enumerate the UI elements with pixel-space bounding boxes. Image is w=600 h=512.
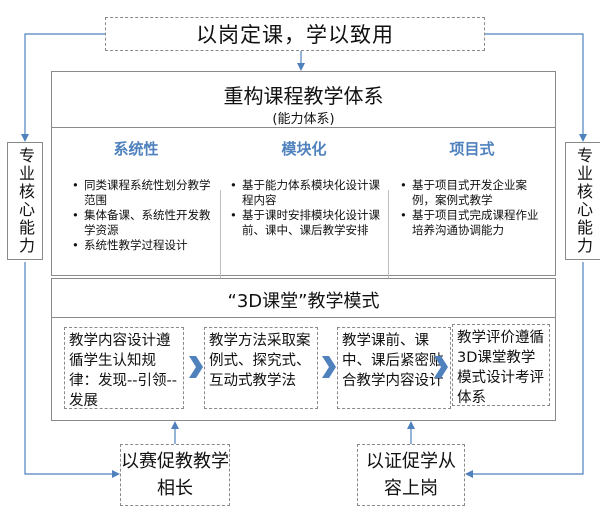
top-slogan-box: 以岗定课，学以致用 <box>105 17 485 51</box>
column-title-systematic: 系统性 <box>113 140 159 158</box>
list-item: 系统性教学过程设计 <box>72 238 212 253</box>
chevron-right-icon <box>189 356 203 378</box>
mode-title: “3D课堂”教学模式 <box>227 291 380 312</box>
column-title-modular: 模块化 <box>281 140 327 158</box>
list-item: 基于课时安排模块化设计课前、课中、课后教学安排 <box>230 208 380 238</box>
column-list-project: 基于项目式开发企业案例，案例式教学 基于项目式完成课程作业培养沟通协调能力 <box>400 178 542 238</box>
right-side-label: 专业核心能力 <box>574 147 593 255</box>
mode-step-1: 教学内容设计遵循学生认知规律：发现--引领--发展 <box>64 327 184 409</box>
list-item: 基于能力体系模块化设计课程内容 <box>230 178 380 208</box>
system-subtitle: (能力体系) <box>272 112 335 127</box>
connector-top-right <box>485 33 587 142</box>
left-side-label-box: 专业核心能力 <box>7 142 43 260</box>
column-list-systematic: 同类课程系统性划分教学范围 集体备课、系统性开发教学资源 系统性教学过程设计 <box>72 178 212 253</box>
bottom-right-box: 以证促学从容上岗 <box>357 444 465 506</box>
mode-divider <box>52 317 555 318</box>
list-item: 基于项目式完成课程作业培养沟通协调能力 <box>400 208 542 238</box>
mode-step-2: 教学方法采取案例式、探究式、互动式教学法 <box>204 327 318 409</box>
bottom-right-text: 以证促学从容上岗 <box>366 451 456 499</box>
column-title-project: 项目式 <box>449 140 495 158</box>
mode-step-text: 教学课前、课中、课后紧密贴合教学内容设计 <box>342 333 444 389</box>
connector-right-bottom <box>465 262 584 478</box>
right-side-label-box: 专业核心能力 <box>565 142 600 260</box>
column-list-modular: 基于能力体系模块化设计课程内容 基于课时安排模块化设计课前、课中、课后教学安排 <box>230 178 380 238</box>
system-divider <box>52 127 555 128</box>
mode-step-text: 教学评价遵循3D课堂教学模式设计考评体系 <box>457 330 544 406</box>
connector-left-bottom <box>24 262 120 478</box>
mode-step-text: 教学方法采取案例式、探究式、互动式教学法 <box>209 333 311 389</box>
top-slogan-text: 以岗定课，学以致用 <box>196 23 394 47</box>
mode-box: “3D课堂”教学模式 教学内容设计遵循学生认知规律：发现--引领--发展 教学方… <box>51 278 556 421</box>
list-item: 集体备课、系统性开发教学资源 <box>72 208 212 238</box>
connector-top-left <box>21 33 105 142</box>
bottom-left-text: 以赛促教教学相长 <box>121 451 229 499</box>
list-item: 基于项目式开发企业案例，案例式教学 <box>400 178 542 208</box>
chevron-right-icon <box>434 356 448 378</box>
list-item: 同类课程系统性划分教学范围 <box>72 178 212 208</box>
system-title: 重构课程教学体系 <box>223 84 384 108</box>
bottom-left-box: 以赛促教教学相长 <box>120 444 230 506</box>
column-separator <box>388 190 389 348</box>
left-side-label: 专业核心能力 <box>16 147 35 255</box>
chevron-right-icon <box>322 356 336 378</box>
mode-step-4: 教学评价遵循3D课堂教学模式设计考评体系 <box>452 324 550 406</box>
column-separator <box>220 190 221 348</box>
system-box: 重构课程教学体系 (能力体系) 系统性 模块化 项目式 同类课程系统性划分教学范… <box>51 71 556 348</box>
mode-step-3: 教学课前、课中、课后紧密贴合教学内容设计 <box>337 327 451 409</box>
mode-step-text: 教学内容设计遵循学生认知规律：发现--引领--发展 <box>69 333 177 409</box>
